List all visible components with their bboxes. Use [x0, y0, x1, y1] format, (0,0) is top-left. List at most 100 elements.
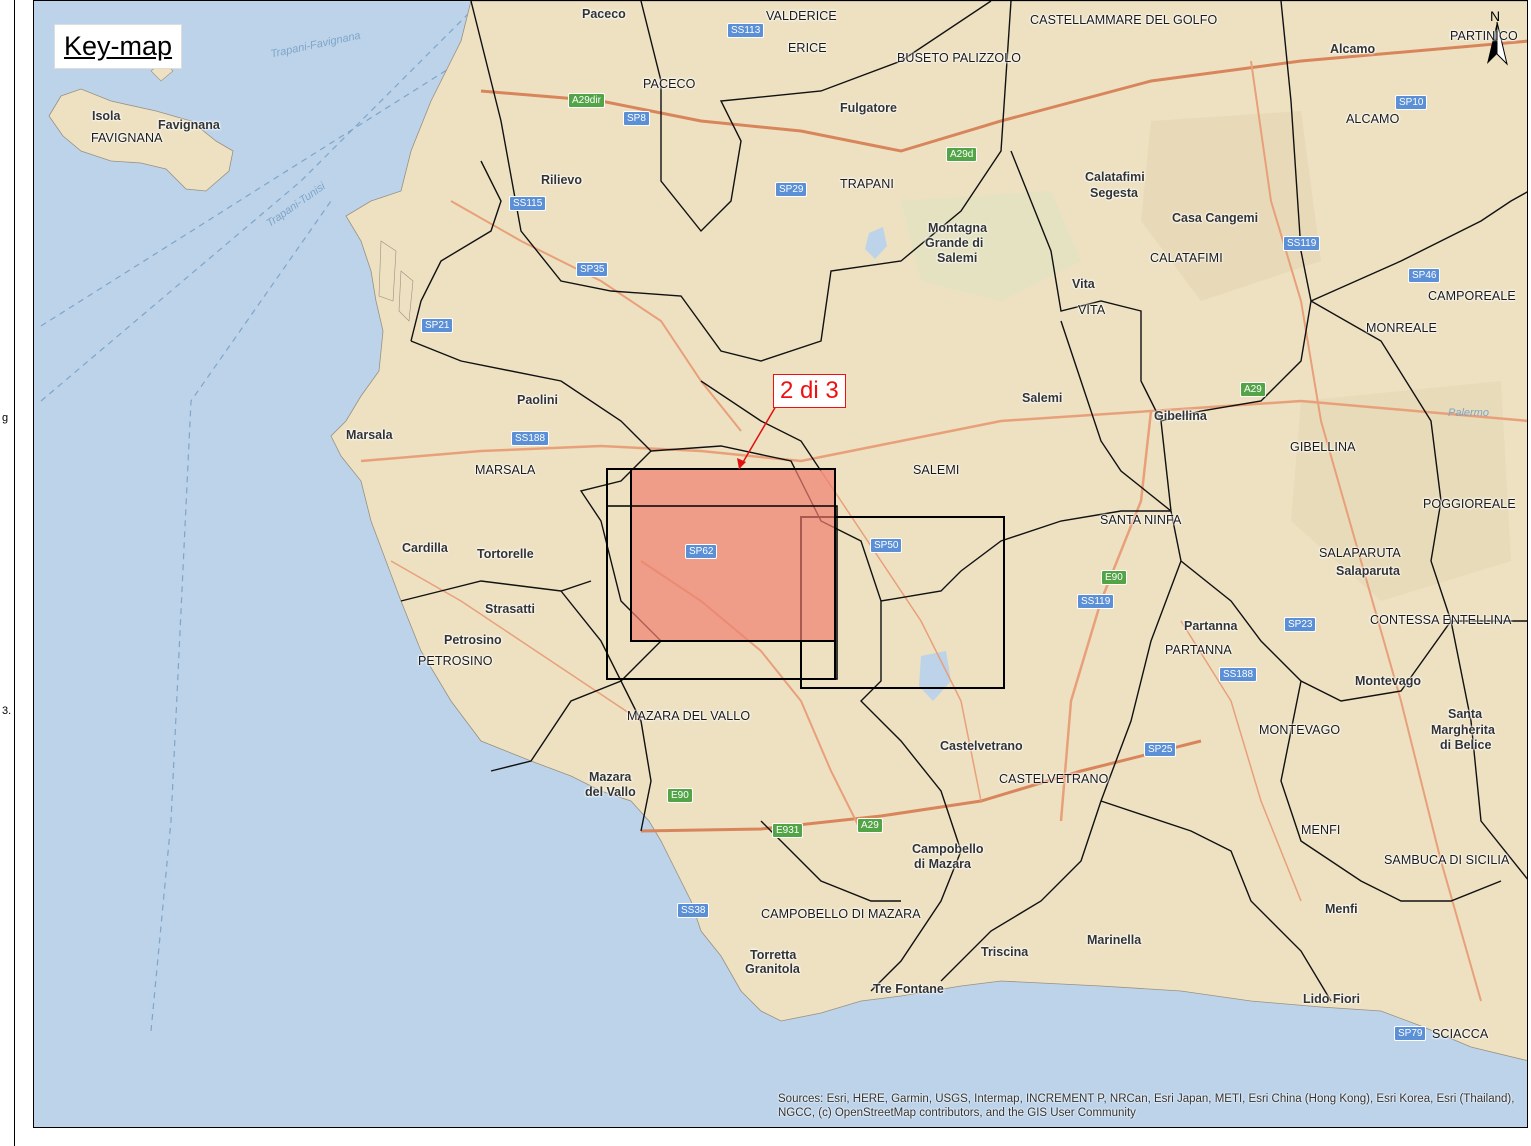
- place-label: VITA: [1078, 303, 1106, 317]
- road-shield: SS113: [727, 23, 765, 38]
- place-label: Partanna: [1184, 619, 1238, 633]
- place-label: di Mazara: [914, 857, 971, 871]
- place-label: CALATAFIMI: [1150, 251, 1223, 265]
- road-shield: SP21: [421, 318, 454, 333]
- place-label: del Vallo: [585, 785, 636, 799]
- place-label: Grande di: [925, 236, 984, 250]
- maritime-boundary-line: [150, 200, 332, 1032]
- road-shield: SS38: [677, 903, 710, 918]
- attribution-credits: Sources: Esri, HERE, Garmin, USGS, Inter…: [778, 1093, 1515, 1120]
- place-label: Petrosino: [444, 633, 502, 647]
- place-label: CAMPOBELLO DI MAZARA: [761, 907, 921, 921]
- road-shield: E90: [1101, 570, 1127, 585]
- road-shield: SP10: [1395, 95, 1428, 110]
- place-label: Paceco: [582, 7, 626, 21]
- place-label: PARTANNA: [1165, 643, 1232, 657]
- place-label: Rilievo: [541, 173, 582, 187]
- stagnone-island: [398, 270, 414, 322]
- place-label: TRAPANI: [840, 177, 894, 191]
- place-label: SALEMI: [913, 463, 960, 477]
- place-label: ERICE: [788, 41, 827, 55]
- place-label: ALCAMO: [1346, 112, 1400, 126]
- place-label: FAVIGNANA: [91, 131, 163, 145]
- road-shield: SP35: [576, 262, 609, 277]
- place-label: di Belice: [1440, 738, 1492, 752]
- place-label: Marinella: [1087, 933, 1142, 947]
- place-label: SCIACCA: [1432, 1027, 1489, 1041]
- road-shield: SP50: [870, 538, 903, 553]
- place-label: Tortorelle: [477, 547, 534, 561]
- ferry-route-line: [40, 60, 462, 327]
- place-label: Granitola: [745, 962, 800, 976]
- place-label: Triscina: [981, 945, 1029, 959]
- place-label: GIBELLINA: [1290, 440, 1356, 454]
- road-shield: SP25: [1144, 742, 1177, 757]
- place-label: Montevago: [1355, 674, 1421, 688]
- place-label: Vita: [1072, 277, 1095, 291]
- road-shield: A29d: [946, 147, 978, 162]
- place-label: Torretta: [750, 948, 797, 962]
- sheet-callout-label[interactable]: 2 di 3: [773, 374, 846, 408]
- place-label: Lido Fiori: [1303, 992, 1360, 1006]
- place-label: SALAPARUTA: [1319, 546, 1401, 560]
- road-shield: SS188: [1219, 667, 1258, 682]
- place-label: PETROSINO: [418, 654, 493, 668]
- road-shield: E90: [667, 788, 693, 803]
- place-label: MENFI: [1301, 823, 1341, 837]
- place-label: Palermo: [1448, 407, 1489, 419]
- place-label: CASTELLAMMARE DEL GOLFO: [1030, 13, 1218, 27]
- place-label: SAMBUCA DI SICILIA: [1384, 853, 1510, 867]
- callout-leader: [738, 405, 777, 470]
- place-label: Salaparuta: [1336, 564, 1400, 578]
- road-shield: A29: [857, 818, 883, 833]
- place-label: Marsala: [346, 428, 393, 442]
- municipal-boundaries: [400, 1, 1527, 1002]
- road-shield: SS188: [511, 431, 550, 446]
- road-shield: SS119: [1077, 594, 1115, 609]
- place-label: Gibellina: [1154, 409, 1207, 423]
- place-label: BUSETO PALIZZOLO: [897, 51, 1022, 65]
- place-label: Favignana: [158, 118, 220, 132]
- place-label: Cardilla: [402, 541, 448, 555]
- place-label: CASTELVETRANO: [999, 772, 1109, 786]
- place-label: Alcamo: [1330, 42, 1376, 56]
- place-label: Castelvetrano: [940, 739, 1023, 753]
- place-label: PACECO: [643, 77, 696, 91]
- place-label: Menfi: [1325, 902, 1358, 916]
- lake: [865, 227, 887, 259]
- place-label: CONTESSA ENTELLINA: [1370, 613, 1512, 627]
- road-shield: SP62: [685, 544, 718, 559]
- place-label: Casa Cangemi: [1172, 211, 1259, 225]
- place-label: MONREALE: [1366, 321, 1437, 335]
- place-label: VALDERICE: [766, 9, 837, 23]
- place-label: Paolini: [517, 393, 558, 407]
- place-label: Campobello: [912, 842, 984, 856]
- place-label: Fulgatore: [840, 101, 897, 115]
- road-shield: SP46: [1408, 268, 1441, 283]
- relief-area: [901, 191, 1081, 301]
- place-label: Margherita: [1431, 723, 1495, 737]
- place-label: Montagna: [928, 221, 988, 235]
- place-label: Tre Fontane: [873, 982, 944, 996]
- place-label: Santa: [1448, 707, 1483, 721]
- place-label: SANTA NINFA: [1100, 513, 1182, 527]
- adjacent-sheet-strip: g 3.: [0, 0, 15, 1146]
- place-label: Segesta: [1090, 186, 1138, 200]
- north-label: N: [1490, 8, 1501, 24]
- place-label: MONTEVAGO: [1259, 723, 1341, 737]
- relief-area: [1291, 381, 1511, 601]
- road-shield: SP79: [1394, 1026, 1427, 1041]
- place-label: MARSALA: [475, 463, 536, 477]
- road-shield: SP8: [623, 111, 650, 126]
- road-shield: SP23: [1284, 617, 1317, 632]
- callout-arrowhead: [737, 458, 746, 469]
- place-label: PARTINICO: [1450, 29, 1518, 43]
- strip-mark: g: [2, 412, 9, 424]
- place-label: Salemi: [937, 251, 978, 265]
- favignana-island: [48, 88, 234, 192]
- place-label: Mazara: [589, 770, 632, 784]
- road-shield: SS115: [509, 196, 547, 211]
- sheet-2-highlight[interactable]: [630, 468, 836, 642]
- road-shield: A29: [1240, 382, 1266, 397]
- place-label: Calatafimi: [1085, 170, 1145, 184]
